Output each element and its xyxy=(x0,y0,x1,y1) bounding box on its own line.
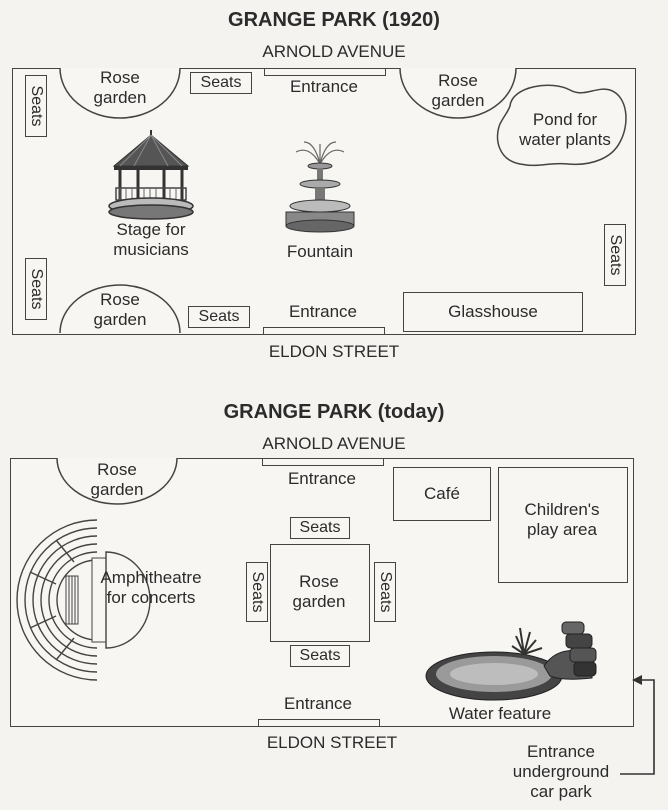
title-1920: GRANGE PARK (1920) xyxy=(228,9,440,31)
entrance-marker-bottom-today xyxy=(258,719,380,726)
glasshouse-1920: Glasshouse xyxy=(403,292,583,332)
amphitheatre-icon xyxy=(16,519,151,681)
title-today: GRANGE PARK (today) xyxy=(223,401,445,423)
street-eldon-today: ELDON STREET xyxy=(266,733,398,752)
seats-left-today: Seats xyxy=(246,562,268,622)
seats-left-top-1920: Seats xyxy=(25,75,47,137)
entrance-marker-bottom-1920 xyxy=(263,327,385,334)
cafe-today: Café xyxy=(393,467,491,521)
entrance-label-bottom-today: Entrance xyxy=(283,694,353,713)
seats-right-1920: Seats xyxy=(604,224,626,286)
water-feature-icon xyxy=(425,621,597,701)
entrance-label-top-today: Entrance xyxy=(287,469,357,488)
rose-garden-shape-tl-1920 xyxy=(59,67,181,119)
street-arnold-1920: ARNOLD AVENUE xyxy=(262,42,406,61)
seats-left-bottom-1920: Seats xyxy=(25,258,47,320)
pond-shape-1920 xyxy=(496,84,627,167)
water-feature-label: Water feature xyxy=(448,704,552,723)
fountain-icon xyxy=(285,141,355,233)
car-park-arrow-icon xyxy=(620,675,655,775)
play-area-today xyxy=(498,467,628,583)
rose-garden-shape-bl-1920 xyxy=(59,284,181,334)
seats-bottom-today: Seats xyxy=(290,645,350,667)
entrance-marker-top-1920 xyxy=(264,69,386,76)
street-arnold-today: ARNOLD AVENUE xyxy=(262,434,406,453)
seats-top-1920: Seats xyxy=(190,72,252,94)
fountain-label-1920: Fountain xyxy=(286,242,354,261)
entrance-marker-top-today xyxy=(262,459,384,466)
rose-garden-shape-tr-1920 xyxy=(399,67,517,119)
seats-top-today: Seats xyxy=(290,517,350,539)
seats-right-today: Seats xyxy=(374,562,396,622)
entrance-label-top-1920: Entrance xyxy=(289,77,359,96)
street-eldon-1920: ELDON STREET xyxy=(268,342,400,361)
rose-garden-shape-tl-today xyxy=(56,457,178,505)
center-rose-garden-box xyxy=(270,544,370,642)
seats-bottom-1920: Seats xyxy=(188,306,250,328)
entrance-label-bottom-1920: Entrance xyxy=(288,302,358,321)
bandstand-icon xyxy=(108,130,194,220)
